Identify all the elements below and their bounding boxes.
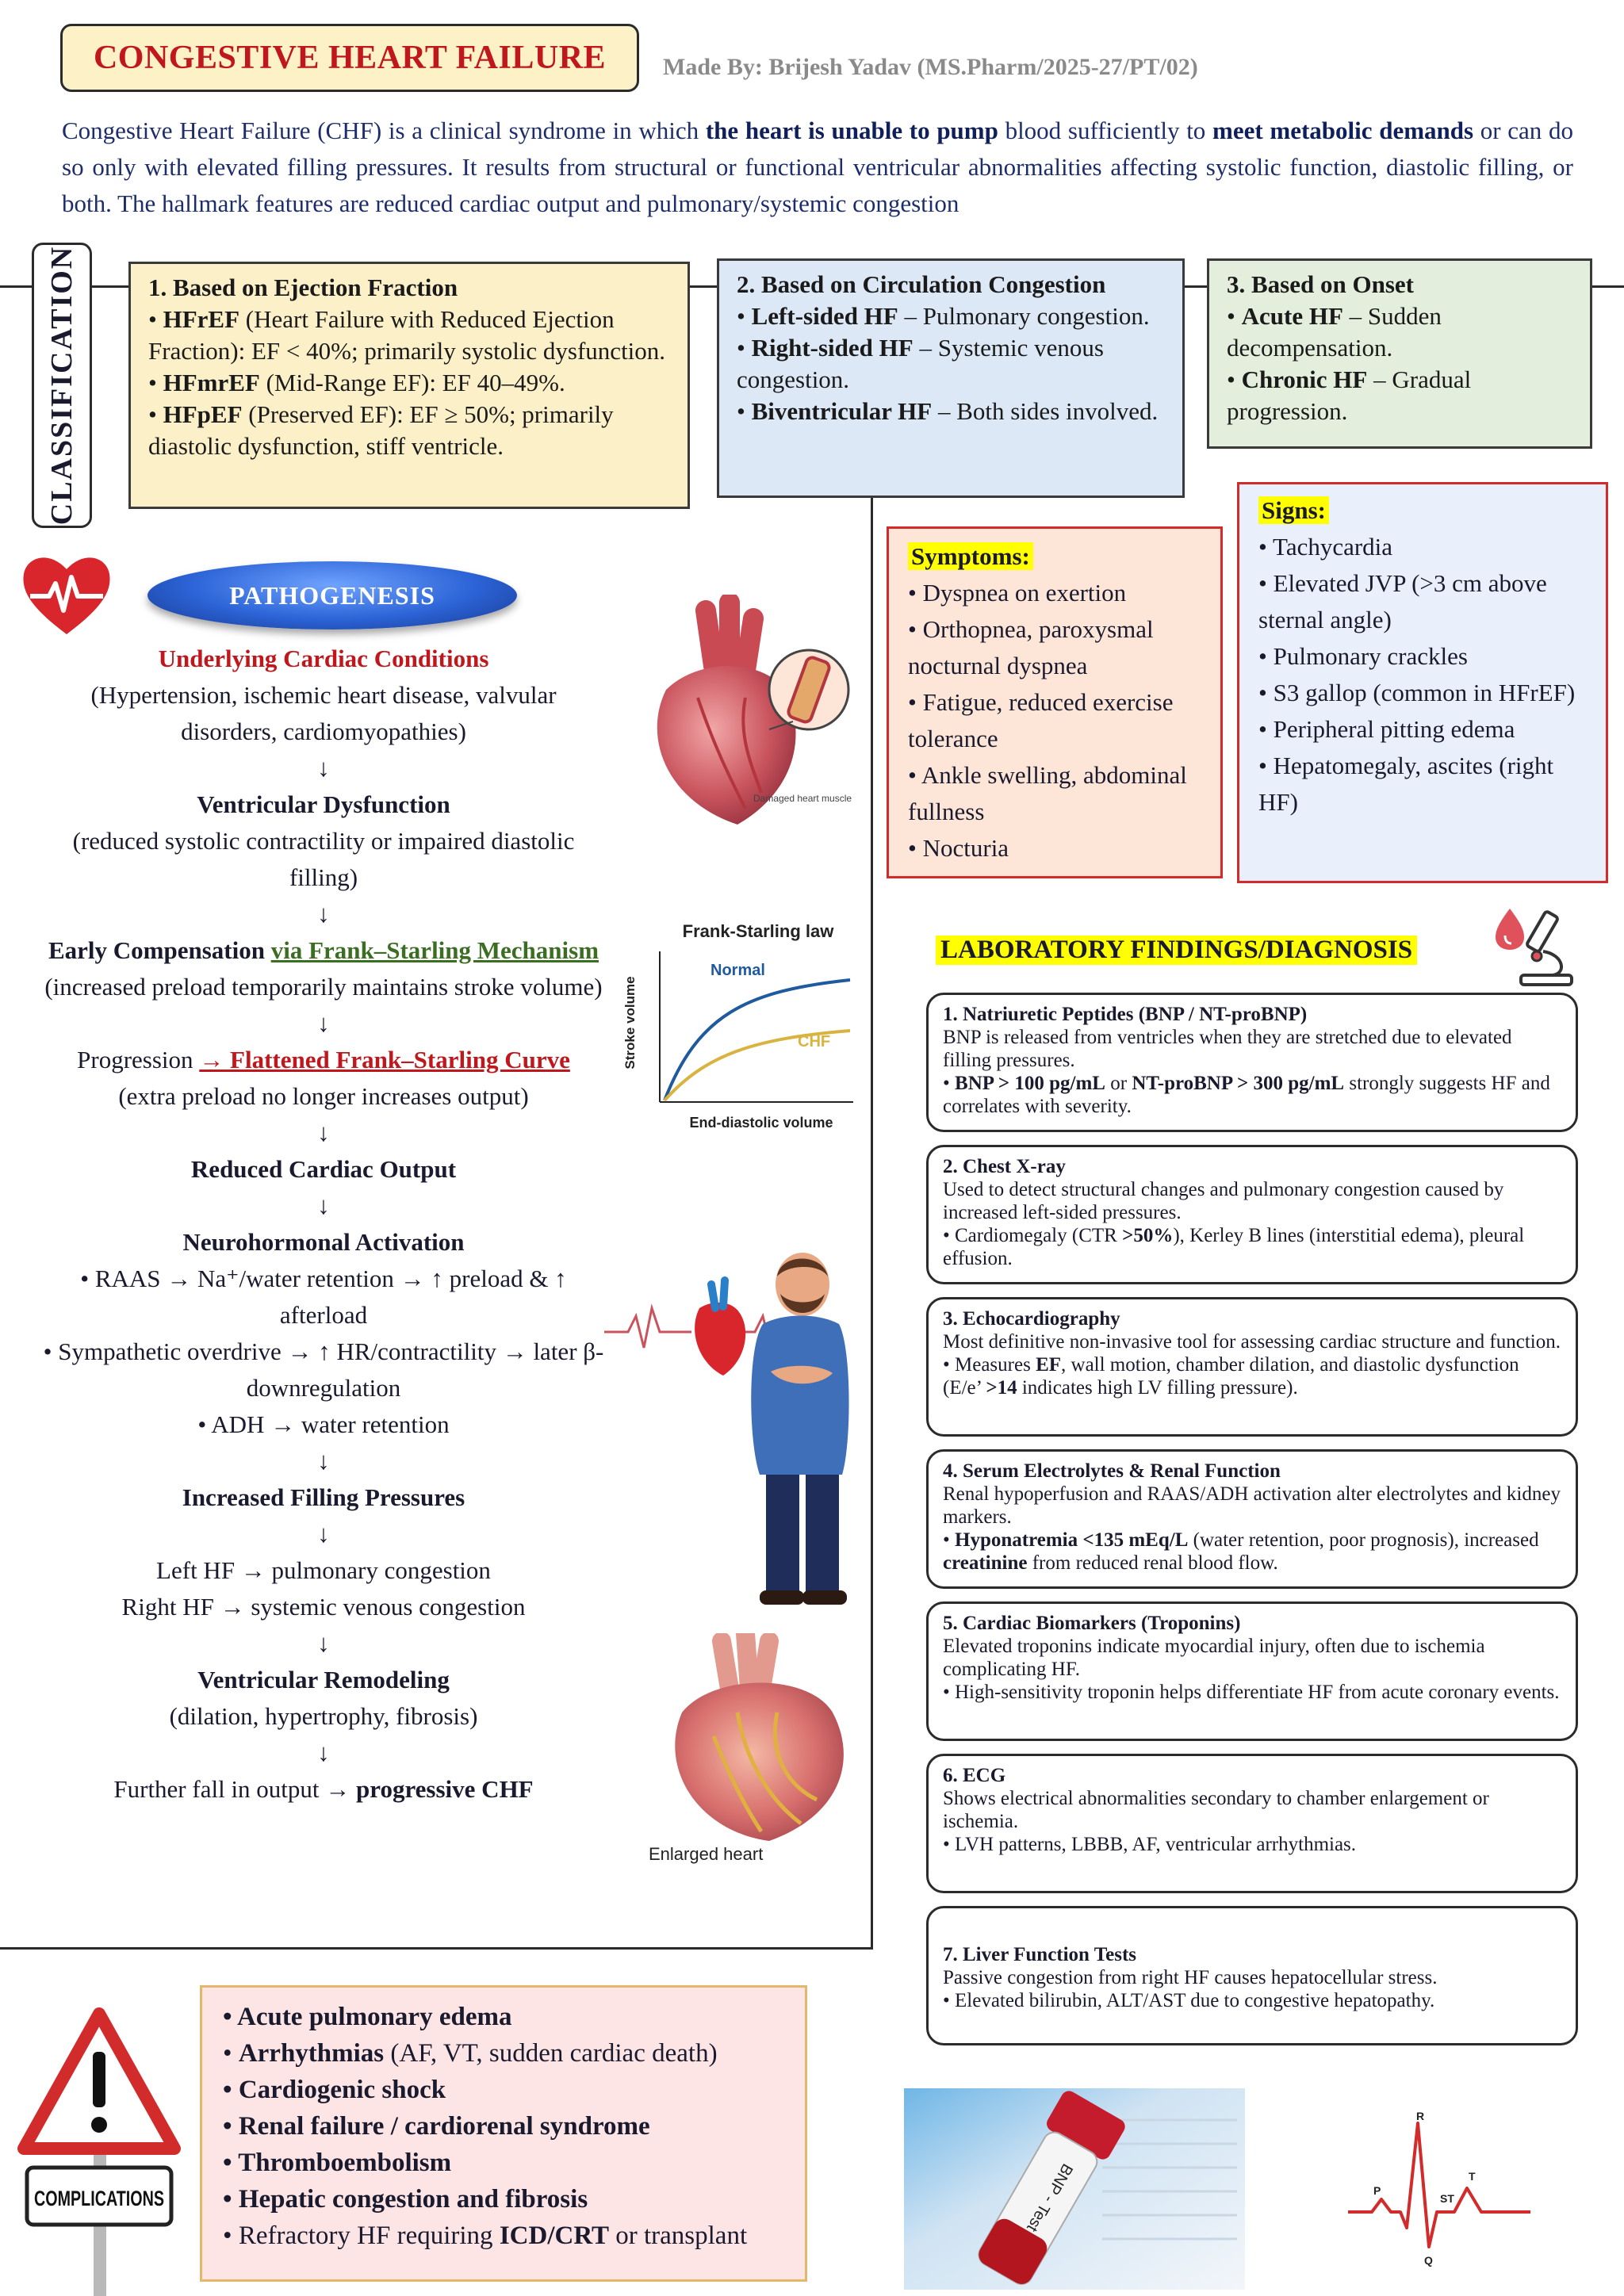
down-arrow: ↓ <box>317 1629 330 1657</box>
intro-paragraph: Congestive Heart Failure (CHF) is a clin… <box>62 117 1574 217</box>
lab-card-ecg: 6. ECG Shows electrical abnormalities se… <box>926 1754 1578 1893</box>
signs-label: Signs: <box>1258 496 1329 524</box>
flow-step-heading: Ventricular Remodeling <box>197 1666 450 1693</box>
normal-curve <box>663 978 851 1101</box>
down-arrow: ↓ <box>317 1739 330 1766</box>
classification-ejection-fraction: 1. Based on Ejection Fraction • HFrEF (H… <box>128 262 690 509</box>
author-credit: Made By: Brijesh Yadav (MS.Pharm/2025-27… <box>663 54 1198 80</box>
ecg-label-st: ST <box>1440 2192 1454 2205</box>
list-item: • Thromboembolism <box>223 2149 452 2177</box>
chf-curve-label: CHF <box>798 1033 830 1050</box>
divider-line <box>690 285 717 288</box>
divider-line <box>0 285 32 288</box>
list-item: • Ankle swelling, abdominal fullness <box>908 761 1187 825</box>
warning-sign-illustration: COMPLICATIONS <box>17 2007 181 2296</box>
complications-box: • Acute pulmonary edema • Arrhythmias (A… <box>200 1985 807 2282</box>
list-item: • Dyspnea on exertion <box>908 579 1127 607</box>
y-axis-label: Stroke volume <box>622 976 638 1069</box>
lab-card-echocardiography: 3. Echocardiography Most definitive non-… <box>926 1297 1578 1437</box>
symptoms-label: Symptoms: <box>908 542 1033 570</box>
title-banner: CONGESTIVE HEART FAILURE <box>60 24 639 92</box>
divider-line <box>1185 285 1207 288</box>
down-arrow: ↓ <box>317 754 330 782</box>
list-item: • Orthopnea, paroxysmal nocturnal dyspne… <box>908 615 1154 679</box>
list-item: • Cardiogenic shock <box>223 2076 446 2104</box>
divider-line <box>92 285 128 288</box>
bnp-test-tube-photo: BNP - Test <box>904 2088 1245 2290</box>
lab-card-liver: 7. Liver Function Tests Passive congesti… <box>926 1906 1578 2045</box>
damaged-heart-illustration <box>657 595 850 825</box>
list-item: • Renal failure / cardiorenal syndrome <box>223 2112 650 2141</box>
list-item: • Tachycardia <box>1258 533 1393 561</box>
list-item: • Hepatomegaly, ascites (right HF) <box>1258 752 1554 816</box>
enlarged-heart-illustration <box>675 1633 844 1841</box>
list-item: • Peripheral pitting edema <box>1258 715 1515 743</box>
normal-curve-label: Normal <box>710 962 765 979</box>
x-axis-label: End-diastolic volume <box>689 1115 833 1131</box>
classification-tab: CLASSIFICATION <box>32 243 92 528</box>
pathogenesis-flow: Underlying Cardiac Conditions (Hypertens… <box>43 641 604 1808</box>
flow-step-heading: Ventricular Dysfunction <box>197 790 450 818</box>
symptoms-box: Symptoms: • Dyspnea on exertion • Orthop… <box>887 526 1223 878</box>
ecg-label-r: R <box>1416 2110 1424 2122</box>
ecg-wave-icon: R P Q ST T <box>1348 2110 1530 2267</box>
column-divider <box>871 498 873 1949</box>
down-arrow: ↓ <box>317 1009 330 1037</box>
down-arrow: ↓ <box>317 900 330 928</box>
divider-line <box>1592 285 1624 288</box>
list-item: • Hepatic congestion and fibrosis <box>223 2185 588 2214</box>
classification-circulation: 2. Based on Circulation Congestion • Lef… <box>717 258 1185 498</box>
ecg-label-p: P <box>1373 2184 1381 2197</box>
lab-card-natriuretic: 1. Natriuretic Peptides (BNP / NT-proBNP… <box>926 993 1578 1132</box>
pathogenesis-pill: PATHOGENESIS <box>147 561 517 629</box>
frank-starling-chart: Frank-Starling law Stroke volume End-dia… <box>622 921 853 1131</box>
list-item: • S3 gallop (common in HFrEF) <box>1258 679 1576 706</box>
flow-step-heading: Underlying Cardiac Conditions <box>158 645 489 672</box>
list-item: • Fatigue, reduced exercise tolerance <box>908 688 1174 752</box>
complications-sign-label: COMPLICATIONS <box>34 2187 164 2210</box>
flow-step-heading: Reduced Cardiac Output <box>190 1155 457 1183</box>
ecg-label-q: Q <box>1424 2254 1433 2267</box>
down-arrow: ↓ <box>317 1520 330 1548</box>
heart-pulse-icon <box>23 557 110 634</box>
list-item: • Acute pulmonary edema <box>223 2003 512 2031</box>
chf-curve <box>663 1029 851 1102</box>
damaged-heart-caption: Damaged heart muscle <box>753 793 852 804</box>
flow-step-heading: Neurohormonal Activation <box>182 1228 465 1256</box>
page-title: CONGESTIVE HEART FAILURE <box>93 40 607 76</box>
signs-box: Signs: • Tachycardia • Elevated JVP (>3 … <box>1237 482 1608 883</box>
chest-pain-person-illustration <box>604 1253 849 1605</box>
list-item: • Arrhythmias (AF, VT, sudden cardiac de… <box>223 2039 718 2068</box>
list-item: • Pulmonary crackles <box>1258 642 1468 670</box>
ecg-label-t: T <box>1469 2170 1476 2183</box>
list-item: • Elevated JVP (>3 cm above sternal angl… <box>1258 569 1547 633</box>
lab-findings-title: LABORATORY FINDINGS/DIAGNOSIS <box>936 936 1418 965</box>
down-arrow: ↓ <box>317 1119 330 1146</box>
microscope-icon <box>1496 909 1573 986</box>
lab-card-chest-xray: 2. Chest X-ray Used to detect structural… <box>926 1145 1578 1284</box>
classification-onset: 3. Based on Onset • Acute HF – Sudden de… <box>1207 258 1592 449</box>
down-arrow: ↓ <box>317 1447 330 1475</box>
flow-step-heading: Increased Filling Pressures <box>182 1483 465 1511</box>
chart-title: Frank-Starling law <box>683 921 835 941</box>
lab-card-electrolytes: 4. Serum Electrolytes & Renal Function R… <box>926 1449 1578 1589</box>
list-item: • Refractory HF requiring ICD/CRT or tra… <box>223 2221 748 2250</box>
enlarged-heart-caption: Enlarged heart <box>649 1844 764 1864</box>
divider-line <box>0 1947 873 1950</box>
down-arrow: ↓ <box>317 1192 330 1219</box>
list-item: • Nocturia <box>908 834 1009 862</box>
lab-card-troponins: 5. Cardiac Biomarkers (Troponins) Elevat… <box>926 1601 1578 1741</box>
